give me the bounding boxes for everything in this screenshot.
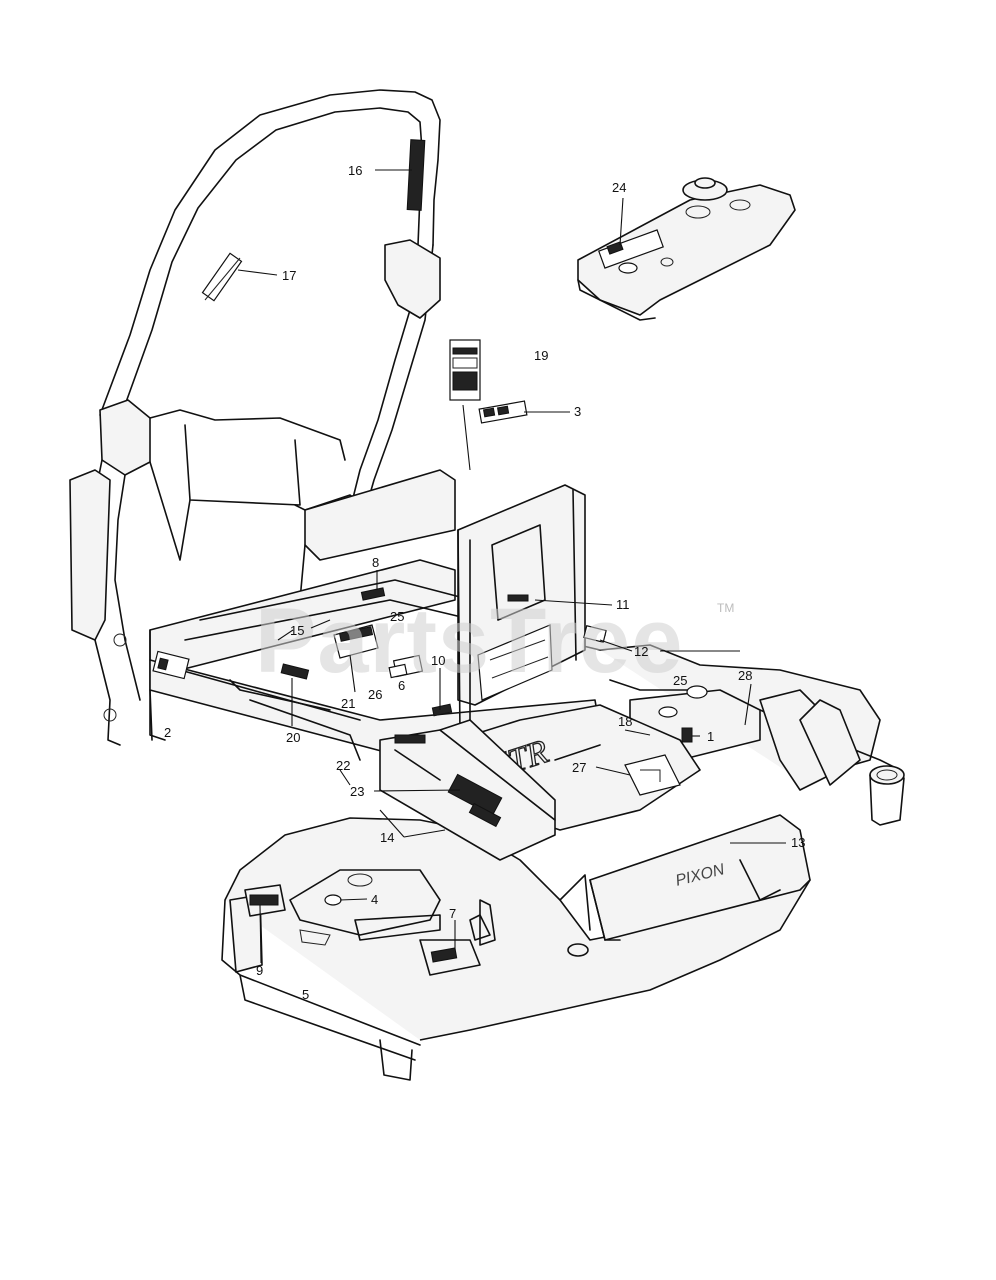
center-console xyxy=(379,719,556,861)
front-console: PIXON xyxy=(559,814,811,957)
callout-24: 24 xyxy=(612,180,626,195)
decal-19 xyxy=(449,339,481,471)
decal-16 xyxy=(406,139,426,211)
decal-2 xyxy=(152,650,190,680)
control-pod xyxy=(577,177,796,321)
seat-area xyxy=(149,409,456,601)
callout-11: 11 xyxy=(616,597,630,612)
callout-4: 4 xyxy=(371,892,378,907)
callout-26: 26 xyxy=(368,687,382,702)
callout-3: 3 xyxy=(574,404,581,419)
callout-21: 21 xyxy=(341,696,355,711)
callout-10: 10 xyxy=(431,653,445,668)
callout-18: 18 xyxy=(618,714,632,729)
callout-1: 1 xyxy=(707,729,714,744)
roll-bar xyxy=(69,89,441,746)
decal-3 xyxy=(478,400,528,424)
decal-8 xyxy=(360,587,386,601)
decal-20 xyxy=(280,663,310,680)
callout-28: 28 xyxy=(738,668,752,683)
decal-6 xyxy=(388,663,408,679)
callout-7: 7 xyxy=(449,906,456,921)
callout-23: 23 xyxy=(350,784,364,799)
callout-17: 17 xyxy=(282,268,296,283)
callout-25b: 25 xyxy=(673,673,687,688)
callout-20: 20 xyxy=(286,730,300,745)
callout-12: 12 xyxy=(634,644,648,659)
watermark: PartsTree TM xyxy=(255,590,734,692)
leader-lines xyxy=(237,169,786,964)
callout-16: 16 xyxy=(348,163,362,178)
callout-8: 8 xyxy=(372,555,379,570)
callout-22: 22 xyxy=(336,758,350,773)
decal-1 xyxy=(681,727,693,743)
callout-5: 5 xyxy=(302,987,309,1002)
watermark-tm: TM xyxy=(717,601,734,615)
callout-2: 2 xyxy=(164,725,171,740)
callout-15: 15 xyxy=(290,623,304,638)
decal-12 xyxy=(583,625,607,643)
mower-deck xyxy=(221,817,811,1081)
decal-10 xyxy=(431,703,453,717)
decal-17 xyxy=(201,252,243,302)
callout-19: 19 xyxy=(534,348,548,363)
callout-25a: 25 xyxy=(390,609,404,624)
callout-13: 13 xyxy=(791,835,805,850)
decal-21 xyxy=(333,624,379,659)
callout-14: 14 xyxy=(380,830,394,845)
callout-6: 6 xyxy=(398,678,405,693)
callout-labels: 1 2 3 4 5 6 7 8 9 10 11 12 13 14 15 16 1… xyxy=(164,163,805,1002)
callout-27: 27 xyxy=(572,760,586,775)
callout-9: 9 xyxy=(256,963,263,978)
watermark-text: PartsTree xyxy=(255,590,683,692)
